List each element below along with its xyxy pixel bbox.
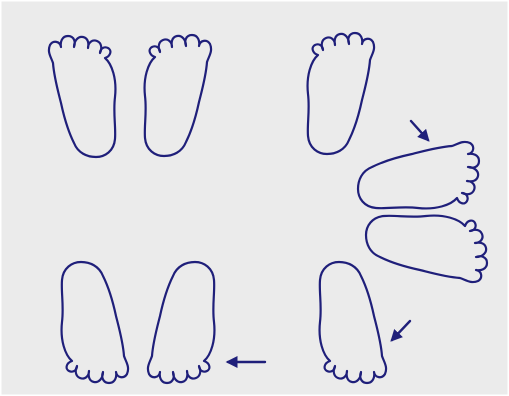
background — [0, 0, 509, 396]
footprint-diagram — [0, 0, 509, 396]
stage — [0, 0, 509, 396]
